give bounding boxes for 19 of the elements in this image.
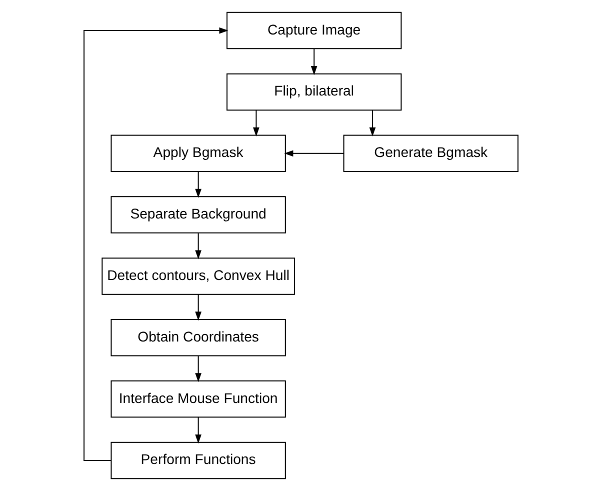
arrow <box>195 233 202 260</box>
arrow <box>369 110 376 136</box>
node-box: Generate Bgmask <box>343 134 518 172</box>
node-box: Flip, bilateral <box>226 73 402 111</box>
arrow <box>310 48 318 76</box>
node-box: Interface Mouse Function <box>110 380 286 418</box>
arrow <box>195 356 202 382</box>
node-box: Obtain Coordinates <box>110 319 286 356</box>
node-box: Separate Background <box>110 196 286 234</box>
arrow <box>195 294 202 321</box>
arrow <box>195 417 202 444</box>
arrow <box>84 27 228 461</box>
node-box: Apply Bgmask <box>110 134 286 172</box>
node-box: Capture Image <box>226 12 402 50</box>
node-box: Perform Functions <box>110 442 286 480</box>
node-box: Detect contours, Convex Hull <box>102 258 295 295</box>
arrow <box>195 172 202 198</box>
arrow <box>253 110 260 136</box>
arrow <box>284 150 344 157</box>
